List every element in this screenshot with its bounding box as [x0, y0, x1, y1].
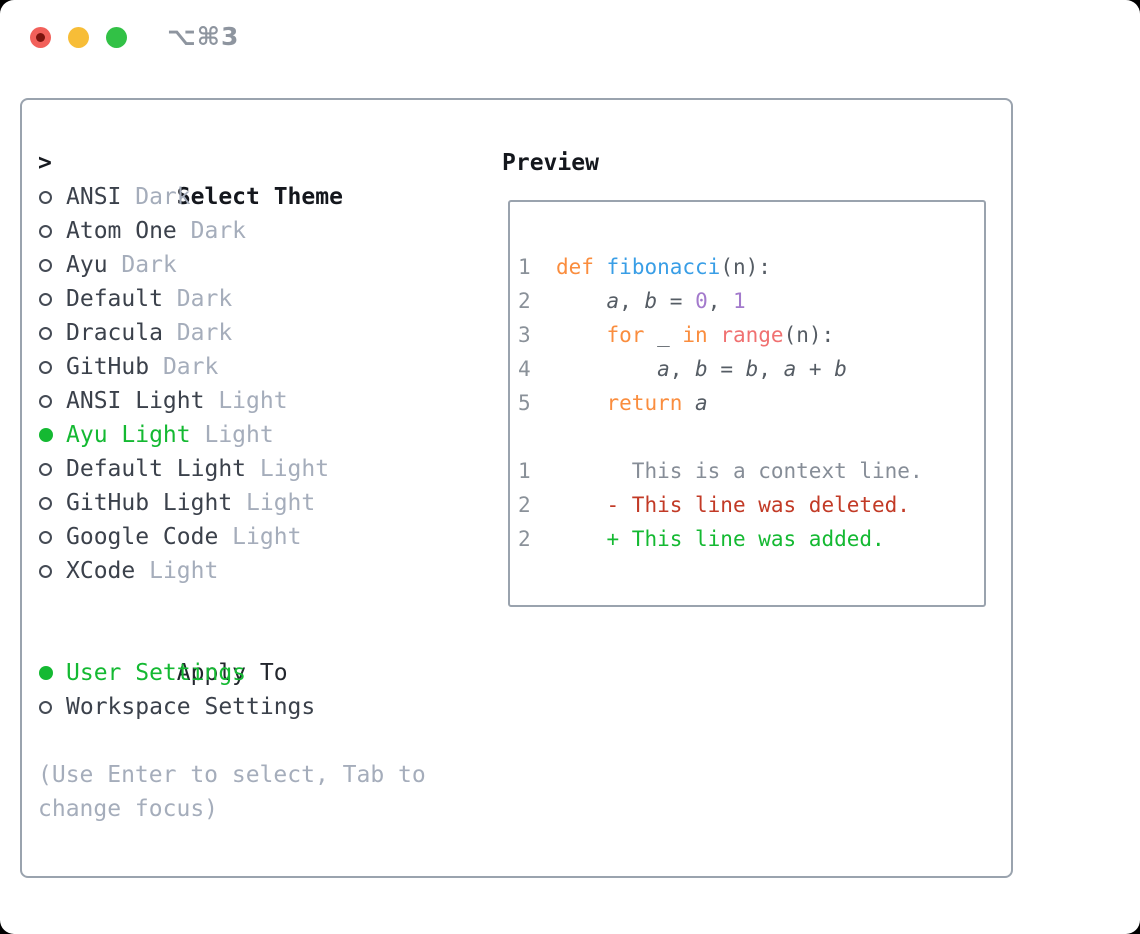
select-theme-header-row: > Select Theme: [38, 146, 478, 210]
radio-icon: [39, 292, 52, 306]
theme-variant-label: Dark: [121, 184, 191, 210]
preview-blank-line: [518, 420, 984, 454]
hint-line-1: (Use Enter to select, Tab to: [38, 762, 426, 788]
theme-name-label: Default: [66, 286, 163, 312]
radio-icon: [39, 564, 52, 578]
theme-variant-label: Light: [190, 422, 274, 448]
spacer: [38, 588, 478, 622]
apply-to-title: Apply To: [176, 660, 288, 686]
preview-line: 1 def fibonacci(n):: [518, 255, 771, 279]
zoom-button[interactable]: [106, 27, 127, 48]
theme-variant-label: Dark: [162, 286, 233, 312]
apply-to-header-row: Apply To: [38, 622, 478, 686]
theme-name-label: Default Light: [66, 456, 247, 482]
preview-line: 2 a, b = 0, 1: [518, 289, 746, 313]
minimize-button[interactable]: [68, 27, 89, 48]
theme-option-github[interactable]: GitHub Dark: [38, 350, 478, 384]
theme-name-label: ANSI: [66, 184, 122, 210]
theme-option-google-code[interactable]: Google Code Light: [38, 520, 478, 554]
radio-icon: [39, 326, 52, 340]
radio-icon: [39, 190, 52, 204]
theme-variant-label: Dark: [176, 218, 247, 244]
theme-name-label: XCode: [66, 558, 136, 584]
theme-option-ansi[interactable]: ANSI Dark: [38, 180, 478, 214]
theme-option-atom-one[interactable]: Atom One Dark: [38, 214, 478, 248]
theme-variant-label: Dark: [149, 354, 219, 380]
apply-option-label: Workspace Settings: [66, 694, 316, 720]
theme-name-label: ANSI Light: [66, 388, 205, 414]
spacer: [38, 724, 478, 758]
preview-line: 1 This is a context line.: [518, 459, 923, 483]
theme-variant-label: Dark: [107, 252, 177, 278]
preview-line: 5 return a: [518, 391, 708, 415]
theme-option-default-light[interactable]: Default Light Light: [38, 452, 478, 486]
selected-radio-icon: [39, 666, 53, 680]
theme-option-dracula[interactable]: Dracula Dark: [38, 316, 478, 350]
theme-option-github-light[interactable]: GitHub Light Light: [38, 486, 478, 520]
preview-title: Preview: [502, 150, 599, 176]
preview-pane: Preview 1 def fibonacci(n): 2 a, b = 0, 1…: [502, 146, 1002, 607]
close-button[interactable]: [30, 27, 51, 48]
apply-option-user-settings[interactable]: User Settings: [38, 656, 478, 690]
theme-name-label: Ayu Light: [66, 422, 191, 448]
theme-option-default[interactable]: Default Dark: [38, 282, 478, 316]
titlebar: ⌥⌘3: [0, 0, 1140, 74]
theme-option-ayu[interactable]: Ayu Dark: [38, 248, 478, 282]
selected-radio-icon: [39, 428, 53, 442]
theme-option-xcode[interactable]: XCode Light: [38, 554, 478, 588]
radio-icon: [39, 224, 52, 238]
radio-icon: [39, 360, 52, 374]
preview-line: 4 a, b = b, a + b: [518, 357, 847, 381]
theme-name-label: Google Code: [66, 524, 219, 550]
theme-variant-label: Light: [218, 524, 302, 550]
theme-name-label: GitHub Light: [66, 490, 233, 516]
theme-name-label: GitHub: [66, 354, 150, 380]
apply-option-workspace-settings[interactable]: Workspace Settings: [38, 690, 478, 724]
close-dot-icon: [36, 33, 45, 42]
select-theme-title: Select Theme: [176, 184, 343, 210]
theme-variant-label: Light: [246, 456, 330, 482]
preview-line: 3 for _ in range(n):: [518, 323, 835, 347]
hint-line-2: change focus): [38, 796, 219, 822]
preview-code-box: 1 def fibonacci(n): 2 a, b = 0, 1 3 for _ …: [508, 200, 986, 607]
preview-line: 2 + This line was added.: [518, 527, 885, 551]
theme-name-label: Ayu: [66, 252, 108, 278]
theme-variant-label: Light: [204, 388, 288, 414]
radio-icon: [39, 258, 52, 272]
window-shortcut-label: ⌥⌘3: [167, 22, 240, 51]
apply-option-label: User Settings: [66, 660, 247, 686]
theme-variant-label: Light: [232, 490, 316, 516]
radio-icon: [39, 700, 52, 714]
theme-variant-label: Dark: [162, 320, 233, 346]
radio-icon: [39, 462, 52, 476]
cursor-icon: >: [38, 150, 52, 176]
theme-name-label: Dracula: [66, 320, 163, 346]
theme-variant-label: Light: [135, 558, 219, 584]
radio-icon: [39, 496, 52, 510]
preview-line: 2 - This line was deleted.: [518, 493, 910, 517]
radio-icon: [39, 394, 52, 408]
radio-icon: [39, 530, 52, 544]
theme-option-ansi-light[interactable]: ANSI Light Light: [38, 384, 478, 418]
theme-option-ayu-light[interactable]: Ayu Light Light: [38, 418, 478, 452]
theme-name-label: Atom One: [66, 218, 177, 244]
